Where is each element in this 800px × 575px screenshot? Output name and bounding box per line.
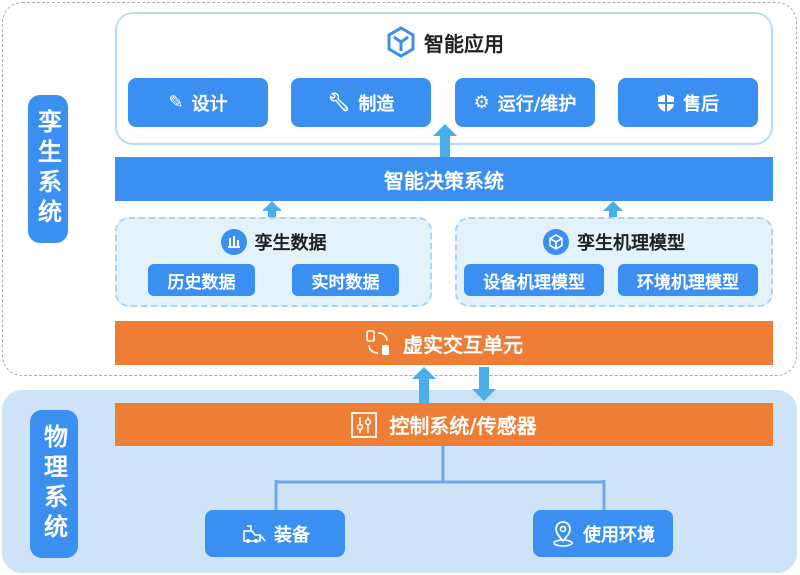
sync-devices-icon [365,329,391,357]
app-aftersales-button[interactable]: 售后 [618,78,758,127]
realtime-data-item: 实时数据 [292,264,399,296]
interaction-unit-bar: 虚实交互单元 [115,321,773,365]
app-manufacture-button[interactable]: 🔧︎制造 [291,78,431,127]
environment-button[interactable]: 使用环境 [533,510,673,557]
twin-data-title: 孪生数据 [115,228,432,256]
gear-icon: ⚙ [473,92,490,113]
app-operation-button[interactable]: ⚙运行/维护 [455,78,595,127]
smart-apps-title: 智能应用 [300,24,590,60]
twin-system-area [2,2,797,376]
location-pin-icon [551,520,575,547]
physical-system-label: 物理系统 [30,410,78,558]
arrow-up-icon [262,201,282,225]
ruler-pencil-icon: ✎ [168,92,184,113]
control-sensor-bar: 控制系统/传感器 [115,403,773,446]
twin-system-label: 孪生系统 [28,95,68,243]
connector-lines [274,446,606,512]
history-data-item: 历史数据 [148,264,255,296]
twin-model-title: 孪生机理模型 [455,228,773,256]
wrench-icon: 🔧︎ [327,92,351,113]
control-panel-icon [351,411,378,438]
arrow-down-icon [472,367,496,401]
box-icon [543,229,569,255]
arrow-up-icon [603,201,623,225]
arrow-up-icon [412,367,436,403]
app-design-button[interactable]: ✎设计 [128,78,268,127]
equipment-button[interactable]: 装备 [205,510,345,557]
shield-icon [657,93,675,113]
cube-icon [386,26,416,58]
bulldozer-icon [240,523,266,545]
equipment-model-item: 设备机理模型 [464,264,604,296]
bar-chart-icon [220,229,247,255]
decision-system-bar: 智能决策系统 [115,157,773,201]
arrow-up-icon [433,124,457,158]
environment-model-item: 环境机理模型 [618,264,758,296]
